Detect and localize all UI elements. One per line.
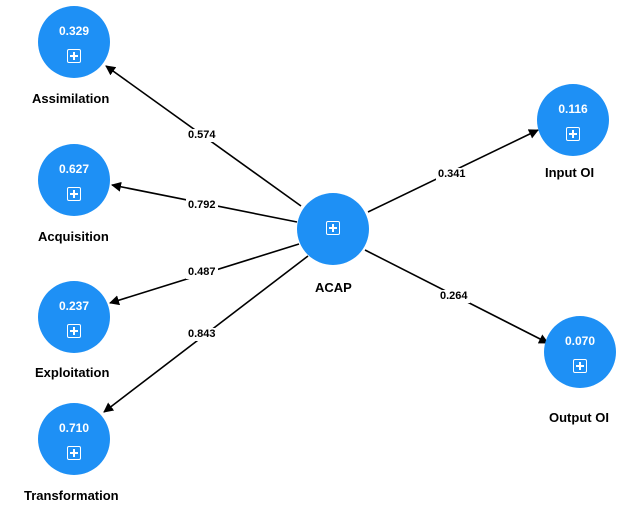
assimilation-label: Assimilation xyxy=(32,91,110,106)
path-coefficient-exploitation: 0.487 xyxy=(186,266,218,279)
path-coefficient-assimilation: 0.574 xyxy=(186,129,218,142)
exploitation-label: Exploitation xyxy=(35,365,110,380)
expand-icon[interactable] xyxy=(67,49,81,63)
input-oi-node[interactable]: 0.116 xyxy=(537,84,609,156)
r-squared-value: 0.329 xyxy=(58,24,90,38)
expand-icon[interactable] xyxy=(566,127,580,141)
acap-node[interactable] xyxy=(297,193,369,265)
transformation-node[interactable]: 0.710 xyxy=(38,403,110,475)
path-coefficient-acquisition: 0.792 xyxy=(186,199,218,212)
transformation-label: Transformation xyxy=(24,488,119,503)
expand-icon[interactable] xyxy=(67,324,81,338)
expand-icon[interactable] xyxy=(67,187,81,201)
r-squared-value: 0.070 xyxy=(564,334,596,348)
path-coefficient-input-oi: 0.341 xyxy=(436,168,468,181)
path-coefficient-output-oi: 0.264 xyxy=(438,290,470,303)
expand-icon[interactable] xyxy=(326,221,340,235)
exploitation-node[interactable]: 0.237 xyxy=(38,281,110,353)
r-squared-value: 0.710 xyxy=(58,421,90,435)
expand-icon[interactable] xyxy=(573,359,587,373)
input-oi-label: Input OI xyxy=(545,165,595,180)
path-coefficient-transformation: 0.843 xyxy=(186,328,218,341)
acquisition-label: Acquisition xyxy=(38,229,109,244)
r-squared-value: 0.116 xyxy=(558,102,588,116)
expand-icon[interactable] xyxy=(67,446,81,460)
r-squared-value: 0.237 xyxy=(58,299,90,313)
r-squared-value: 0.627 xyxy=(58,162,90,176)
output-oi-label: Output OI xyxy=(549,410,609,425)
assimilation-node[interactable]: 0.329 xyxy=(38,6,110,78)
acquisition-node[interactable]: 0.627 xyxy=(38,144,110,216)
output-oi-node[interactable]: 0.070 xyxy=(544,316,616,388)
acap-label: ACAP xyxy=(315,280,352,295)
